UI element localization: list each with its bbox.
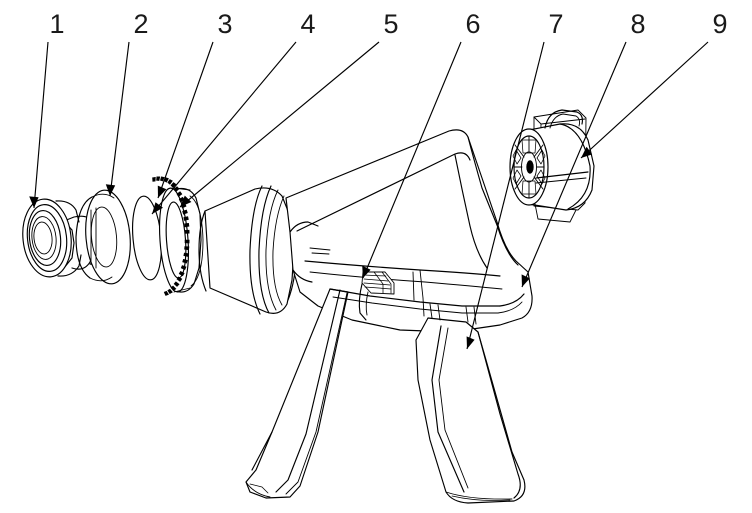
callout-leaders bbox=[29, 41, 709, 350]
leader-line-2 bbox=[109, 41, 130, 197]
leader-line-5 bbox=[179, 41, 380, 208]
part-barrel-sleeve bbox=[198, 185, 297, 315]
callout-label-9: 9 bbox=[712, 9, 727, 39]
callout-label-8: 8 bbox=[630, 9, 645, 39]
callout-label-1: 1 bbox=[49, 9, 64, 39]
callout-label-2: 2 bbox=[133, 9, 148, 39]
callout-labels: 1 2 3 4 5 6 7 8 9 bbox=[49, 9, 727, 39]
gear-teeth bbox=[152, 176, 190, 296]
callout-label-5: 5 bbox=[383, 9, 398, 39]
leader-line-1 bbox=[33, 41, 49, 209]
part-rear-grip-handle bbox=[415, 317, 526, 504]
callout-label-7: 7 bbox=[548, 9, 563, 39]
callout-label-3: 3 bbox=[217, 9, 232, 39]
leader-line-7 bbox=[466, 41, 545, 350]
leader-arrow-2 bbox=[105, 184, 116, 196]
leader-arrow-6 bbox=[362, 265, 371, 278]
leader-arrow-4 bbox=[152, 202, 163, 214]
leader-arrow-9 bbox=[581, 146, 593, 158]
part-body-housing bbox=[285, 129, 533, 333]
leader-line-3 bbox=[157, 41, 214, 199]
part-retaining-ring bbox=[75, 189, 131, 285]
leader-arrow-7 bbox=[466, 336, 475, 349]
leader-arrow-8 bbox=[521, 274, 530, 287]
part-rear-knob-cap bbox=[509, 109, 595, 223]
callout-label-4: 4 bbox=[300, 9, 315, 39]
leader-arrow-5 bbox=[180, 195, 192, 207]
part-front-grip-handle bbox=[245, 288, 349, 499]
part-trigger-lever bbox=[358, 271, 395, 321]
leader-line-4 bbox=[151, 41, 297, 215]
leader-line-6 bbox=[362, 41, 462, 279]
callout-label-6: 6 bbox=[465, 9, 480, 39]
leader-line-9 bbox=[580, 41, 709, 159]
leader-line-8 bbox=[521, 41, 627, 288]
leader-arrow-1 bbox=[29, 196, 39, 208]
leader-arrow-3 bbox=[157, 185, 167, 198]
part-serrated-collar-assembly bbox=[132, 176, 204, 296]
